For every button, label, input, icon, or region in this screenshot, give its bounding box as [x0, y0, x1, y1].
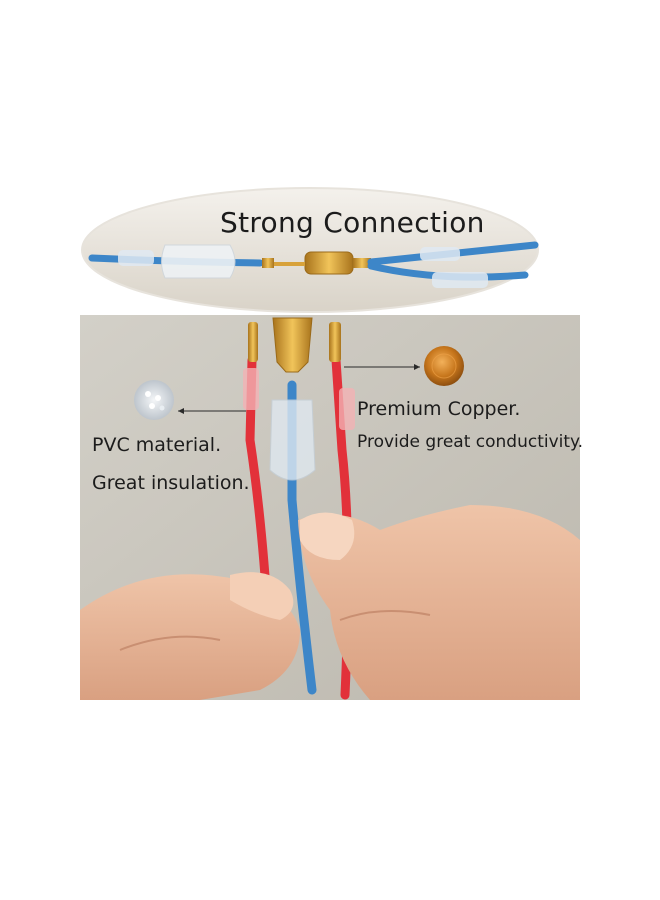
- pvc-pellets-icon: [134, 380, 174, 420]
- copper-callout: [344, 346, 464, 386]
- hands: [80, 505, 580, 700]
- premium-copper-label: Premium Copper.: [357, 398, 521, 420]
- connection-banner: [81, 187, 539, 313]
- banner-title: Strong Connection: [220, 206, 485, 239]
- pvc-callout: [134, 380, 246, 420]
- female-terminal-center: [272, 317, 313, 373]
- copper-disc-icon: [424, 346, 464, 386]
- conductivity-label: Provide great conductivity.: [357, 432, 584, 452]
- female-terminal-right: [329, 322, 341, 362]
- pvc-material-label: PVC material.: [92, 434, 222, 456]
- wire-bundle: [243, 317, 355, 700]
- female-terminal-left: [248, 322, 258, 362]
- insulation-label: Great insulation.: [92, 472, 250, 494]
